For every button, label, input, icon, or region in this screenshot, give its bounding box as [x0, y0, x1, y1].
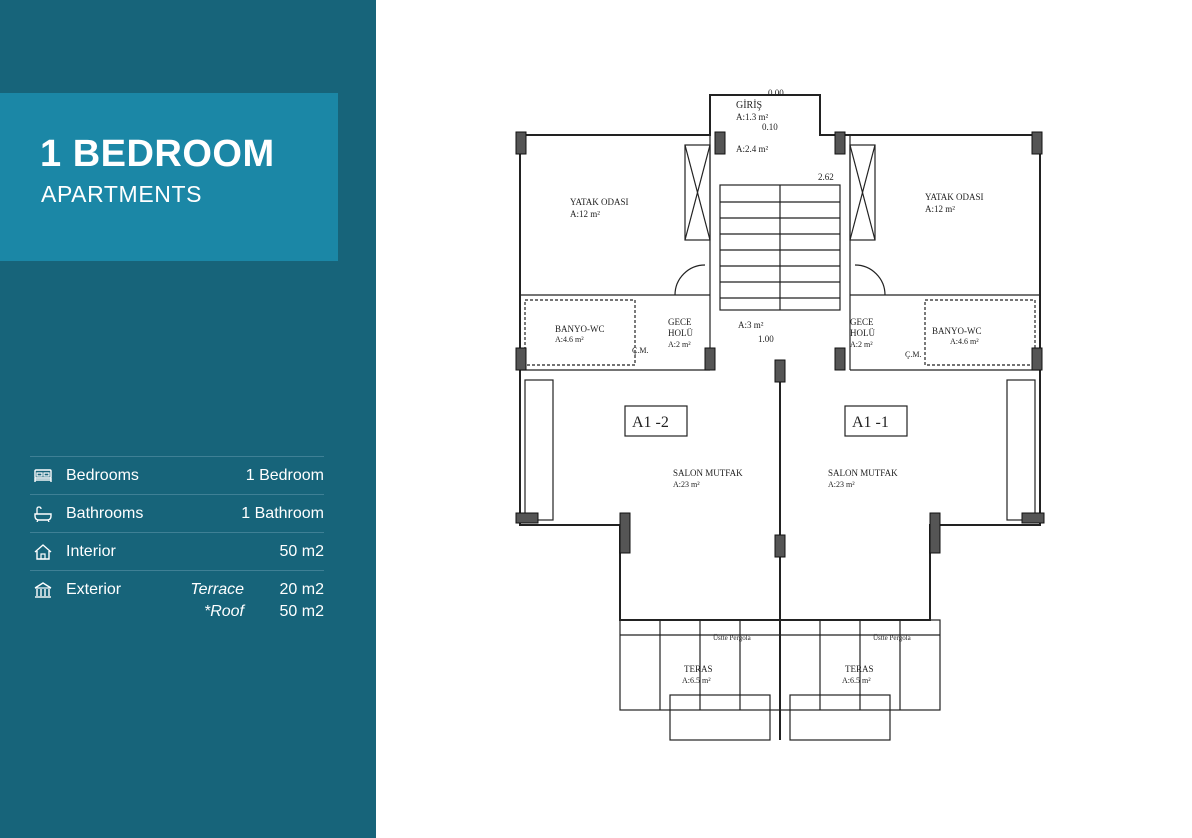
- plan-pergola-left: Üstte Pergola: [713, 634, 752, 642]
- page-subtitle: APARTMENTS: [41, 181, 203, 207]
- building-icon: [34, 582, 52, 598]
- plan-closet-right: Ç.M.: [905, 350, 921, 359]
- spec-label-exterior: Exterior: [66, 581, 122, 598]
- unit-label-right: A1 -1: [852, 414, 889, 431]
- spec-roof-label: *Roof: [203, 603, 244, 620]
- spec-terrace-label: Terrace: [190, 581, 244, 598]
- page-title: 1 BEDROOM: [40, 133, 275, 175]
- spec-value-bathrooms: 1 Bathroom: [241, 505, 324, 522]
- plan-night-hall-area-left: A:2 m²: [668, 340, 691, 349]
- plan-night-hall-right-1: GECE: [850, 317, 874, 327]
- spec-list: Bedrooms 1 Bedroom Bathrooms 1 Bathroom …: [30, 456, 324, 623]
- plan-living-left: SALON MUTFAK: [673, 468, 743, 478]
- plan-closet-left: Ç.M.: [632, 346, 648, 355]
- plan-night-hall-left-1: GECE: [668, 317, 692, 327]
- plan-terrace-area-left: A:6.5 m²: [682, 676, 711, 685]
- spec-label-interior: Interior: [66, 543, 116, 560]
- house-icon: [34, 544, 52, 560]
- plan-bedroom-area-right: A:12 m²: [925, 204, 955, 214]
- plan-terrace-right: TERAS: [845, 664, 874, 674]
- spec-label-bathrooms: Bathrooms: [66, 505, 144, 522]
- sidebar-panel: 1 BEDROOM APARTMENTS Bedrooms 1 Bedroom: [0, 0, 376, 838]
- plan-stair-hall-area: A:3 m²: [738, 320, 764, 330]
- spec-value-bedrooms: 1 Bedroom: [245, 467, 324, 484]
- bathtub-icon: [34, 506, 52, 522]
- spec-label-bedrooms: Bedrooms: [66, 467, 139, 484]
- plan-level-100: 1.00: [758, 334, 774, 344]
- plan-pergola-right: Üstte Pergola: [873, 634, 912, 642]
- spec-value-interior: 50 m2: [279, 543, 324, 560]
- spec-row-bathrooms: Bathrooms 1 Bathroom: [30, 494, 324, 532]
- bed-icon: [34, 469, 52, 482]
- plan-bathroom-right: BANYO-WC: [932, 326, 982, 336]
- plan-bedroom-left: YATAK ODASI: [570, 197, 629, 207]
- spec-row-bedrooms: Bedrooms 1 Bedroom: [30, 456, 324, 494]
- plan-terrace-area-right: A:6.5 m²: [842, 676, 871, 685]
- plan-night-hall-left-2: HOLÜ: [668, 328, 693, 338]
- plan-terrace-left: TERAS: [684, 664, 713, 674]
- plan-level-262: 2.62: [818, 172, 834, 182]
- plan-level-010: 0.10: [762, 122, 778, 132]
- plan-bathroom-area-left: A:4.6 m²: [555, 335, 584, 344]
- plan-living-area-right: A:23 m²: [828, 480, 855, 489]
- title-box: 1 BEDROOM APARTMENTS: [0, 93, 338, 261]
- spec-row-exterior: Exterior Terrace 20 m2 *Roof 50 m2: [30, 570, 324, 623]
- plan-bathroom-left: BANYO-WC: [555, 324, 605, 334]
- plan-bedroom-area-left: A:12 m²: [570, 209, 600, 219]
- floor-plan: GİRİŞ A:1.3 m² A:2.4 m² A:3 m² 0.00 0.10…: [515, 88, 1045, 741]
- plan-hall-area: A:2.4 m²: [736, 144, 769, 154]
- spec-terrace-value: 20 m2: [279, 581, 324, 598]
- plan-entrance: GİRİŞ: [736, 99, 762, 111]
- plan-night-hall-area-right: A:2 m²: [850, 340, 873, 349]
- plan-entrance-area: A:1.3 m²: [736, 112, 769, 122]
- unit-label-left: A1 -2: [632, 414, 669, 431]
- plan-night-hall-right-2: HOLÜ: [850, 328, 875, 338]
- spec-roof-value: 50 m2: [279, 603, 324, 620]
- spec-row-interior: Interior 50 m2: [30, 532, 324, 570]
- plan-bathroom-area-right: A:4.6 m²: [950, 337, 979, 346]
- plan-living-area-left: A:23 m²: [673, 480, 700, 489]
- plan-level-000: 0.00: [768, 88, 784, 98]
- plan-living-right: SALON MUTFAK: [828, 468, 898, 478]
- plan-bedroom-right: YATAK ODASI: [925, 192, 984, 202]
